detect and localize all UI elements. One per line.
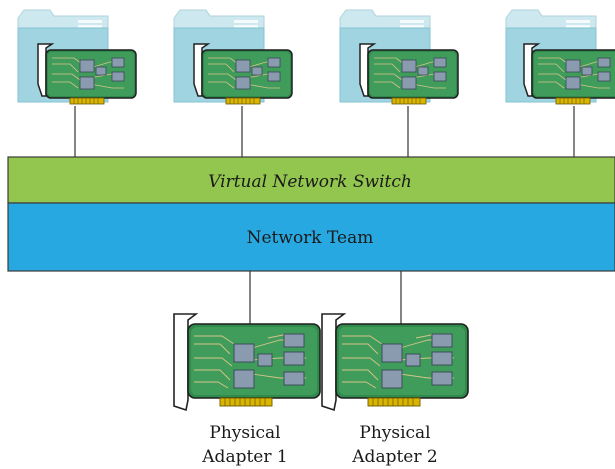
physical-adapter-1	[173, 313, 321, 411]
virtual-nic-icon	[193, 43, 293, 105]
virtual-nic-icon	[523, 43, 615, 105]
vm-4	[505, 9, 615, 105]
virtual-switch-bar	[7, 156, 615, 204]
vm-connectors	[74, 106, 575, 157]
physical-nic-icon	[173, 313, 321, 411]
vm-1	[17, 9, 137, 105]
network-team-label: Network Team	[247, 228, 374, 248]
virtual-nic-icon	[37, 43, 137, 105]
adapter-2-label-line2: Adapter 2	[351, 447, 437, 467]
vm-2	[173, 9, 293, 105]
physical-adapter-2	[321, 313, 469, 411]
vm-3	[339, 9, 459, 105]
adapter-connectors	[249, 271, 402, 324]
adapter-1-label-line1: Physical	[209, 423, 280, 443]
virtual-switch-label: Virtual Network Switch	[208, 172, 412, 192]
adapter-2-label-line1: Physical	[359, 423, 430, 443]
network-team-bar	[7, 202, 615, 272]
adapter-1-label-line2: Adapter 1	[201, 447, 287, 467]
virtual-nic-icon	[359, 43, 459, 105]
physical-nic-icon	[321, 313, 469, 411]
